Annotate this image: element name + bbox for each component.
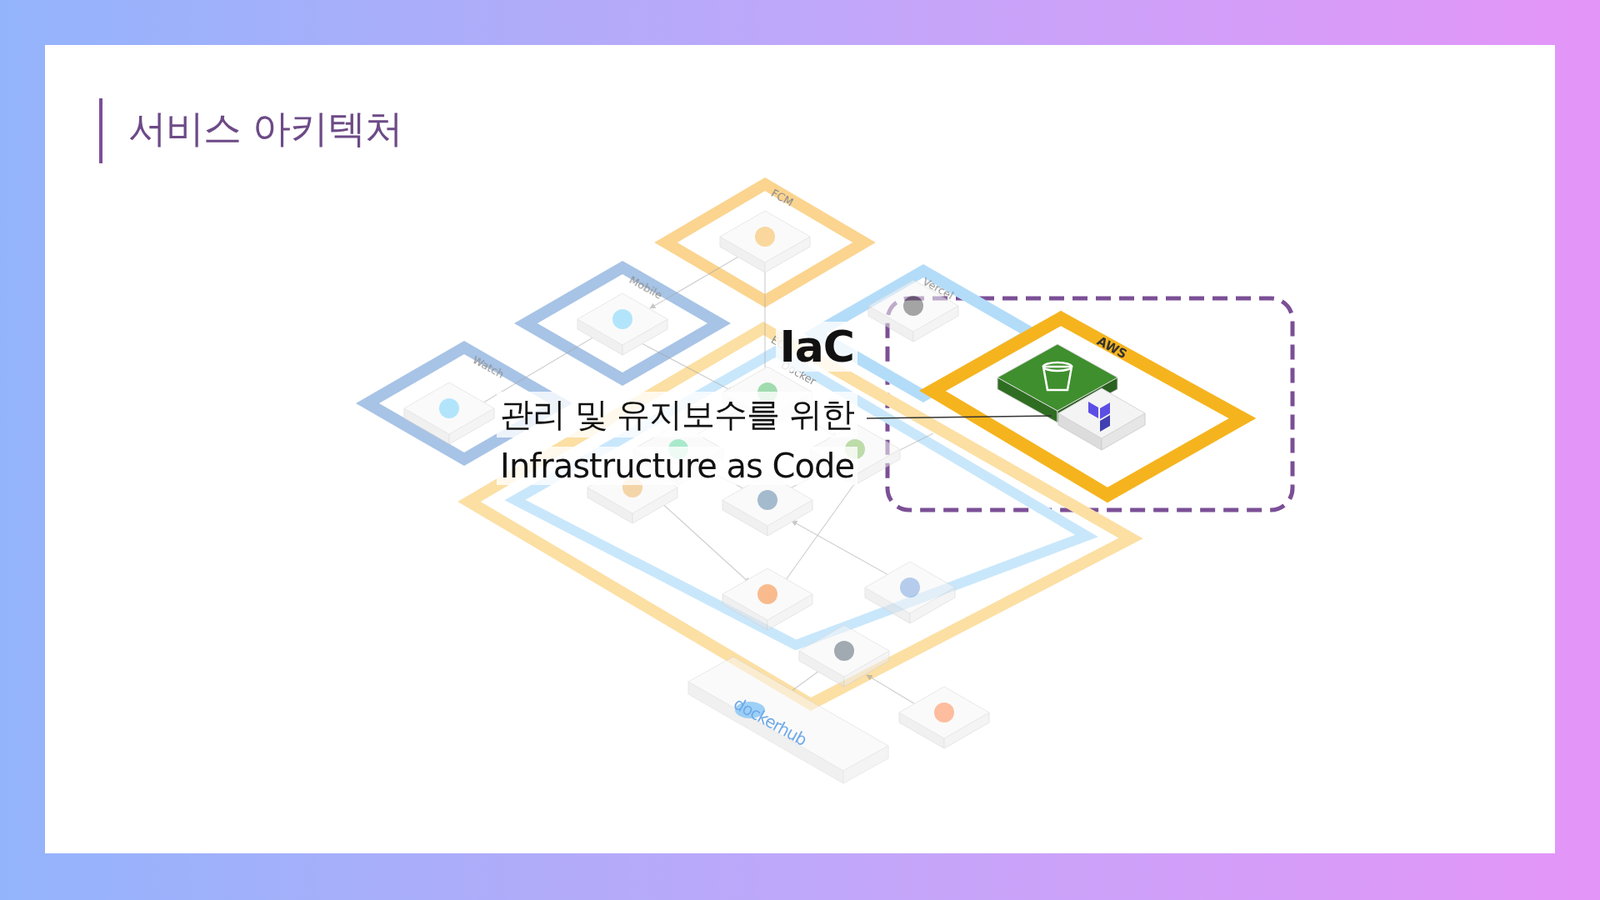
description-label: 관리 및 유지보수를 위한 <box>496 391 858 438</box>
logo-text: dockerhub <box>730 693 810 750</box>
group-label: AWS <box>1094 333 1130 362</box>
slide-title: 서비스 아키텍처 <box>128 103 403 155</box>
title-bar <box>99 98 103 164</box>
heading-label: IaC <box>775 321 858 372</box>
dashed-highlight <box>887 298 1293 510</box>
faded-services <box>404 210 990 784</box>
description-label: Infrastructure as Code <box>496 446 858 485</box>
leader-line <box>866 415 1052 419</box>
aws-services <box>997 344 1145 450</box>
